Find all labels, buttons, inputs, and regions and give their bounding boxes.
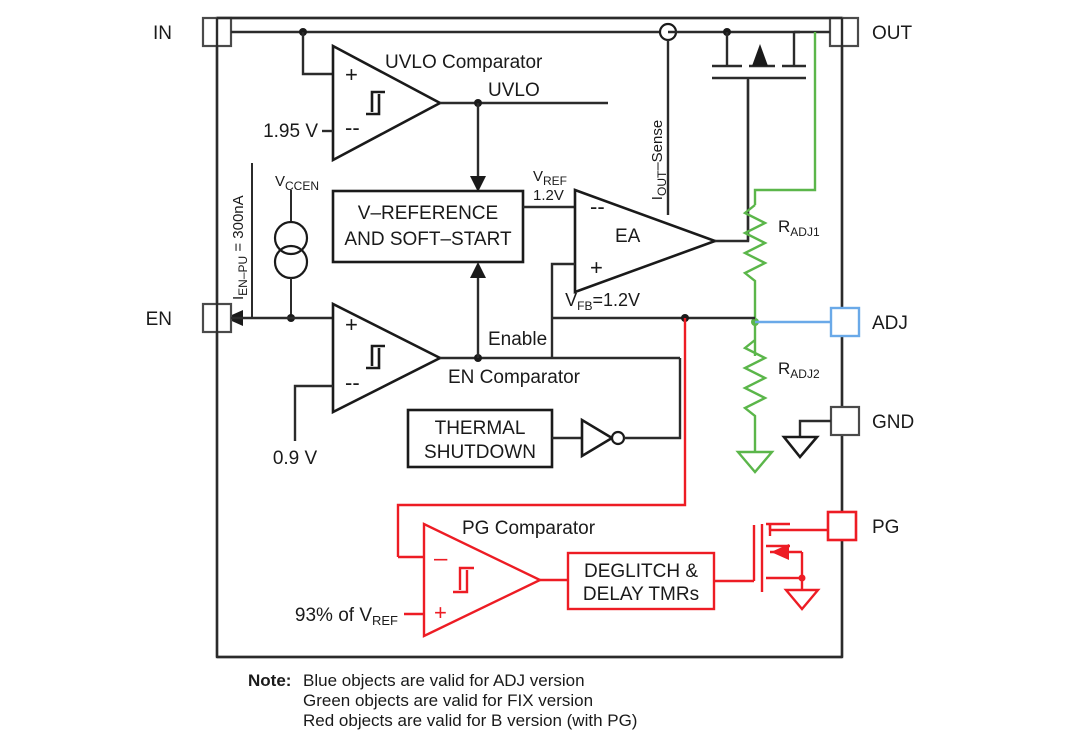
ea-plus-sign: + xyxy=(590,255,603,280)
deglitch-line2: DELAY TMRs xyxy=(583,584,699,605)
inverter-bubble-icon xyxy=(610,430,626,446)
pin-out-label: OUT xyxy=(872,23,913,44)
uvlo-net-label: UVLO xyxy=(488,80,540,101)
vref-value: 1.2V xyxy=(533,187,564,204)
pin-gnd-box[interactable] xyxy=(829,405,861,437)
vreference-line2: AND SOFT–START xyxy=(344,229,512,250)
deglitch-line1: DEGLITCH & xyxy=(584,561,698,582)
nmos-bulk-arrow xyxy=(771,544,789,560)
uvlo-comparator-label: UVLO Comparator xyxy=(385,52,543,73)
nmos-source-dot xyxy=(798,574,806,582)
inverter-output-wire xyxy=(624,358,682,440)
uvlo-plus-input-wire xyxy=(301,32,333,76)
en-comparator-label: EN Comparator xyxy=(448,367,581,388)
inverter-symbol xyxy=(580,417,615,459)
pin-pg-label: PG xyxy=(872,517,899,538)
uvlo-hysteresis-icon xyxy=(366,90,385,116)
gnd-ground-symbol xyxy=(781,435,820,460)
deglitch-block xyxy=(566,551,716,611)
thermal-line2: SHUTDOWN xyxy=(424,442,536,463)
resistor-radj2-symbol xyxy=(742,339,768,452)
thermal-shutdown-block xyxy=(406,408,554,469)
en-hysteresis-icon xyxy=(366,344,385,370)
note-line-red: Red objects are valid for B version (wit… xyxy=(303,711,637,730)
en-plus-sign: + xyxy=(345,312,358,337)
pin-in-label: IN xyxy=(153,23,172,44)
pass-fet-bulk-arrow xyxy=(752,44,768,66)
en-threshold-wire xyxy=(293,384,333,441)
en-threshold-label: 0.9 V xyxy=(273,448,318,469)
ea-minus-sign: -- xyxy=(590,194,605,219)
thermal-line1: THERMAL xyxy=(435,418,526,439)
current-source-circle-top xyxy=(273,220,309,256)
pin-en-label: EN xyxy=(146,309,172,330)
resistor-radj1-symbol xyxy=(742,204,768,292)
uvlo-threshold-label: 1.95 V xyxy=(263,121,318,142)
pin-pg-box[interactable] xyxy=(826,510,858,542)
uvlo-minus-sign: -- xyxy=(345,115,360,140)
enable-net-label: Enable xyxy=(488,329,547,350)
vref-label: VREF xyxy=(533,168,567,188)
vccen-label: VCCEN xyxy=(275,173,319,193)
pg-minus-sign: – xyxy=(434,545,448,572)
current-source-circle-bottom xyxy=(273,244,309,280)
note-prefix: Note: xyxy=(248,671,291,690)
pin-gnd-label: GND xyxy=(872,412,914,433)
ea-label: EA xyxy=(615,226,641,247)
pg-feedback-wire xyxy=(396,318,687,557)
pg-comparator-symbol xyxy=(422,522,543,638)
note-line-green: Green objects are valid for FIX version xyxy=(303,691,593,710)
pg-plus-sign: + xyxy=(434,600,447,625)
ea-plus-feedback-wire xyxy=(550,262,575,358)
pin-out-box[interactable] xyxy=(828,16,860,48)
pg-hysteresis-icon xyxy=(453,566,474,594)
vfb-label: VFB=1.2V xyxy=(565,290,640,313)
resistor-radj2-label: RADJ2 xyxy=(778,359,820,381)
ea-output-wire xyxy=(715,80,750,243)
iout-sense-label: IOUT–Sense xyxy=(649,120,669,200)
vreference-block xyxy=(331,189,525,264)
uvlo-plus-sign: + xyxy=(345,62,358,87)
pg-threshold-label: 93% of VREF xyxy=(295,605,398,628)
enable-to-vref-arrow xyxy=(470,262,486,278)
ien-pu-label-group: IEN–PU = 300nA xyxy=(230,195,250,300)
green-ground-symbol xyxy=(735,450,775,474)
green-out-to-radj1-wire xyxy=(753,32,817,205)
en-minus-sign: -- xyxy=(345,370,360,395)
gnd-connect-wire xyxy=(798,419,831,437)
pin-adj-label: ADJ xyxy=(872,313,908,334)
ea-symbol xyxy=(573,188,719,294)
pin-adj-box[interactable] xyxy=(829,306,861,338)
en-comparator-symbol xyxy=(331,301,443,415)
pg-comparator-label: PG Comparator xyxy=(462,518,596,539)
pg-ground-symbol xyxy=(783,588,821,611)
uvlo-to-vref-arrow xyxy=(470,176,486,192)
uvlo-comparator-symbol xyxy=(331,43,443,163)
note-line-blue: Blue objects are valid for ADJ version xyxy=(303,671,585,690)
vreference-line1: V–REFERENCE xyxy=(358,203,498,224)
resistor-radj1-label: RADJ1 xyxy=(778,217,820,239)
ien-pu-label: IEN–PU = 300nA xyxy=(230,195,250,300)
